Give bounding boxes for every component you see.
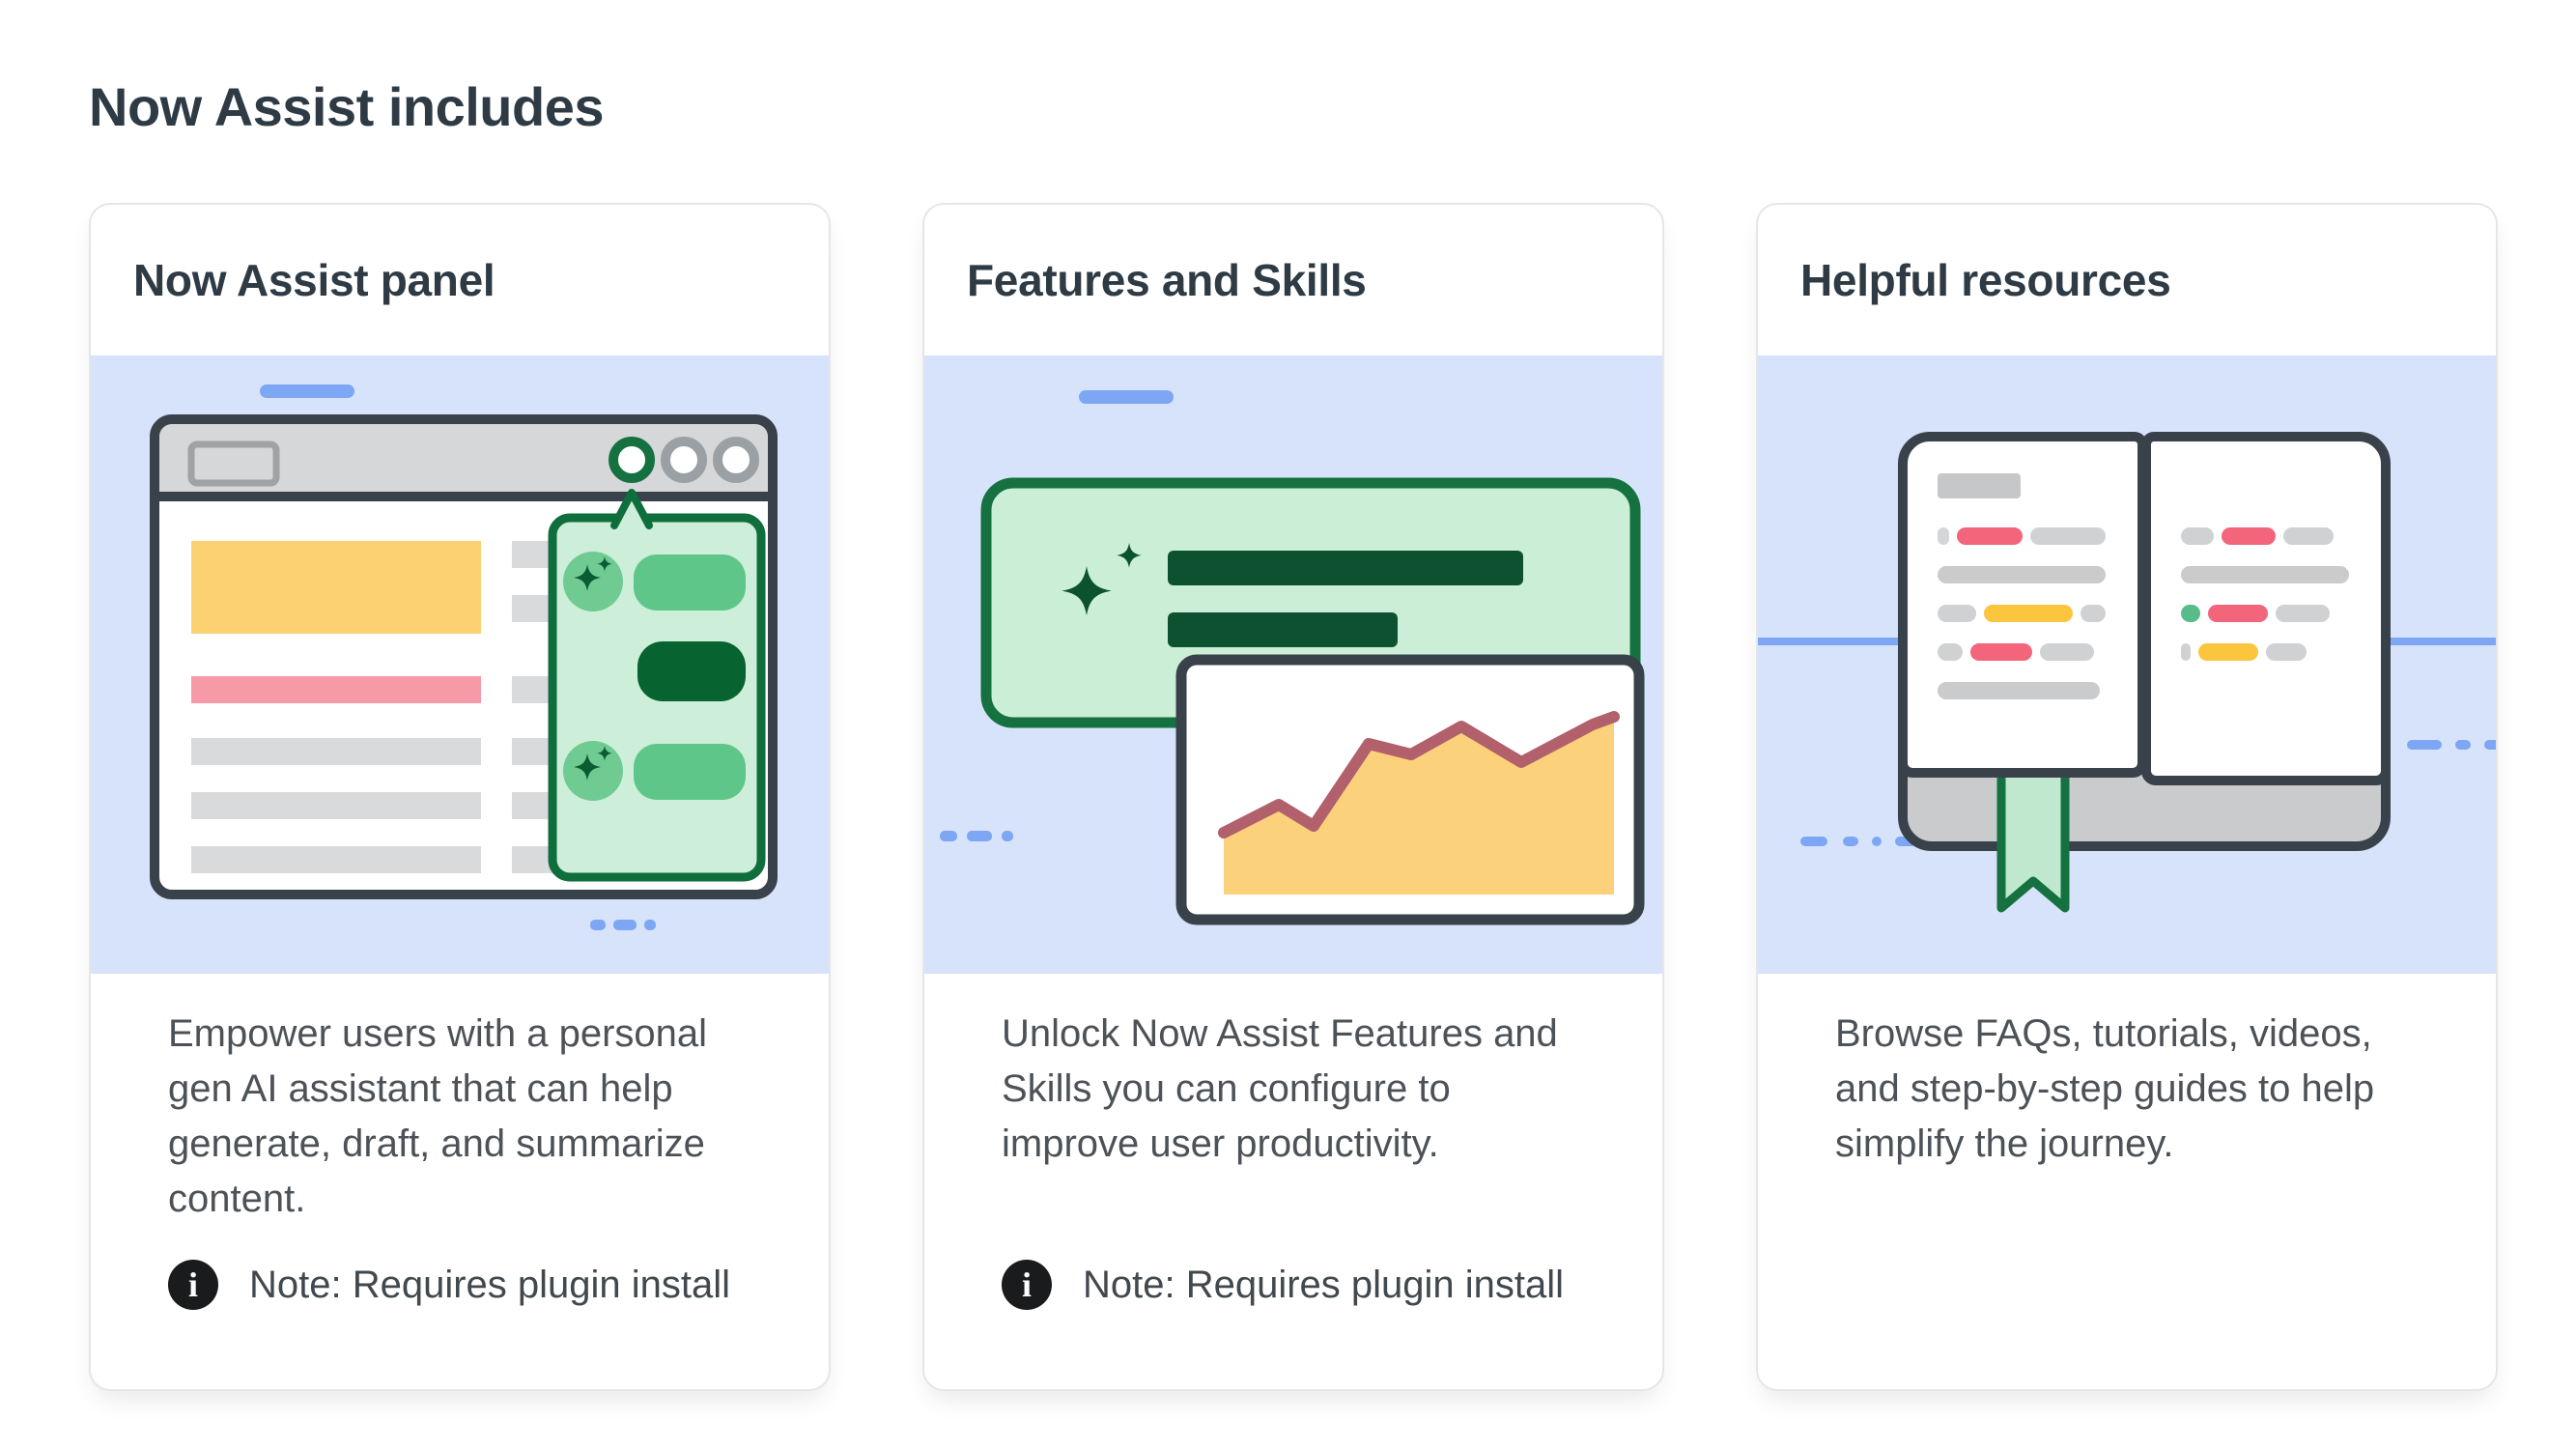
decorative-dashes	[1800, 837, 1916, 846]
chat-panel-graphic	[548, 489, 766, 882]
card-description: Unlock Now Assist Features and Skills yo…	[1002, 1012, 1558, 1165]
card-now-assist-panel: Now Assist panel	[89, 203, 831, 1391]
open-book-illustration	[1758, 432, 2496, 913]
helpful-resources-illustration	[1758, 355, 2496, 974]
decorative-dash	[260, 384, 354, 398]
page-content-bars	[191, 541, 556, 873]
card-title: Features and Skills	[967, 255, 1367, 305]
left-page-lines	[1938, 473, 2106, 699]
card-features-and-skills: Features and Skills	[922, 203, 1664, 1391]
chat-bubble	[634, 744, 746, 800]
card-description: Browse FAQs, tutorials, videos, and step…	[1835, 1012, 2375, 1165]
chat-bubble-dark	[637, 641, 746, 701]
note-row: i Note: Requires plugin install	[1002, 1260, 1564, 1310]
chart-graphic	[1175, 654, 1645, 925]
gray-circle-button	[713, 437, 759, 483]
bookmark-icon	[1996, 756, 2070, 913]
note-row: i Note: Requires plugin install	[168, 1260, 730, 1310]
sparkle-icon	[1117, 543, 1142, 568]
cards-row: Now Assist panel	[89, 203, 2498, 1391]
page-title: Now Assist includes	[89, 75, 605, 137]
note-text: Note: Requires plugin install	[1083, 1263, 1565, 1306]
url-box	[187, 440, 280, 487]
green-circle-button	[609, 437, 655, 483]
card-description: Empower users with a personal gen AI ass…	[168, 1012, 708, 1220]
decorative-dashes	[590, 920, 656, 930]
info-icon: i	[1002, 1260, 1052, 1310]
sparkle-icon	[1062, 566, 1112, 616]
features-skills-illustration	[924, 355, 1662, 974]
panel-notch	[610, 489, 653, 529]
gray-circle-button	[661, 437, 707, 483]
sparkle-badge-icon	[563, 552, 623, 611]
info-icon: i	[168, 1260, 218, 1310]
features-chart-illustration	[940, 390, 1645, 925]
chat-bubble	[634, 554, 746, 611]
card-header: Features and Skills	[924, 205, 1662, 355]
sparkle-badge-icon	[563, 741, 623, 801]
right-page-lines	[2181, 527, 2349, 661]
card-helpful-resources: Helpful resources	[1756, 203, 2498, 1391]
browser-chat-illustration	[150, 384, 778, 930]
card-title: Now Assist panel	[133, 255, 495, 305]
chart-line	[1218, 711, 1620, 838]
decorative-dash	[1079, 390, 1174, 404]
text-bar	[1168, 551, 1523, 585]
card-title: Helpful resources	[1800, 255, 2171, 305]
now-assist-panel-illustration	[91, 355, 829, 974]
note-text: Note: Requires plugin install	[249, 1263, 731, 1306]
text-bar	[1168, 612, 1398, 647]
decorative-dashes	[2407, 740, 2496, 750]
decorative-dashes	[940, 831, 1013, 841]
book-icon	[1898, 432, 2391, 913]
card-header: Helpful resources	[1758, 205, 2496, 355]
card-header: Now Assist panel	[91, 205, 829, 355]
